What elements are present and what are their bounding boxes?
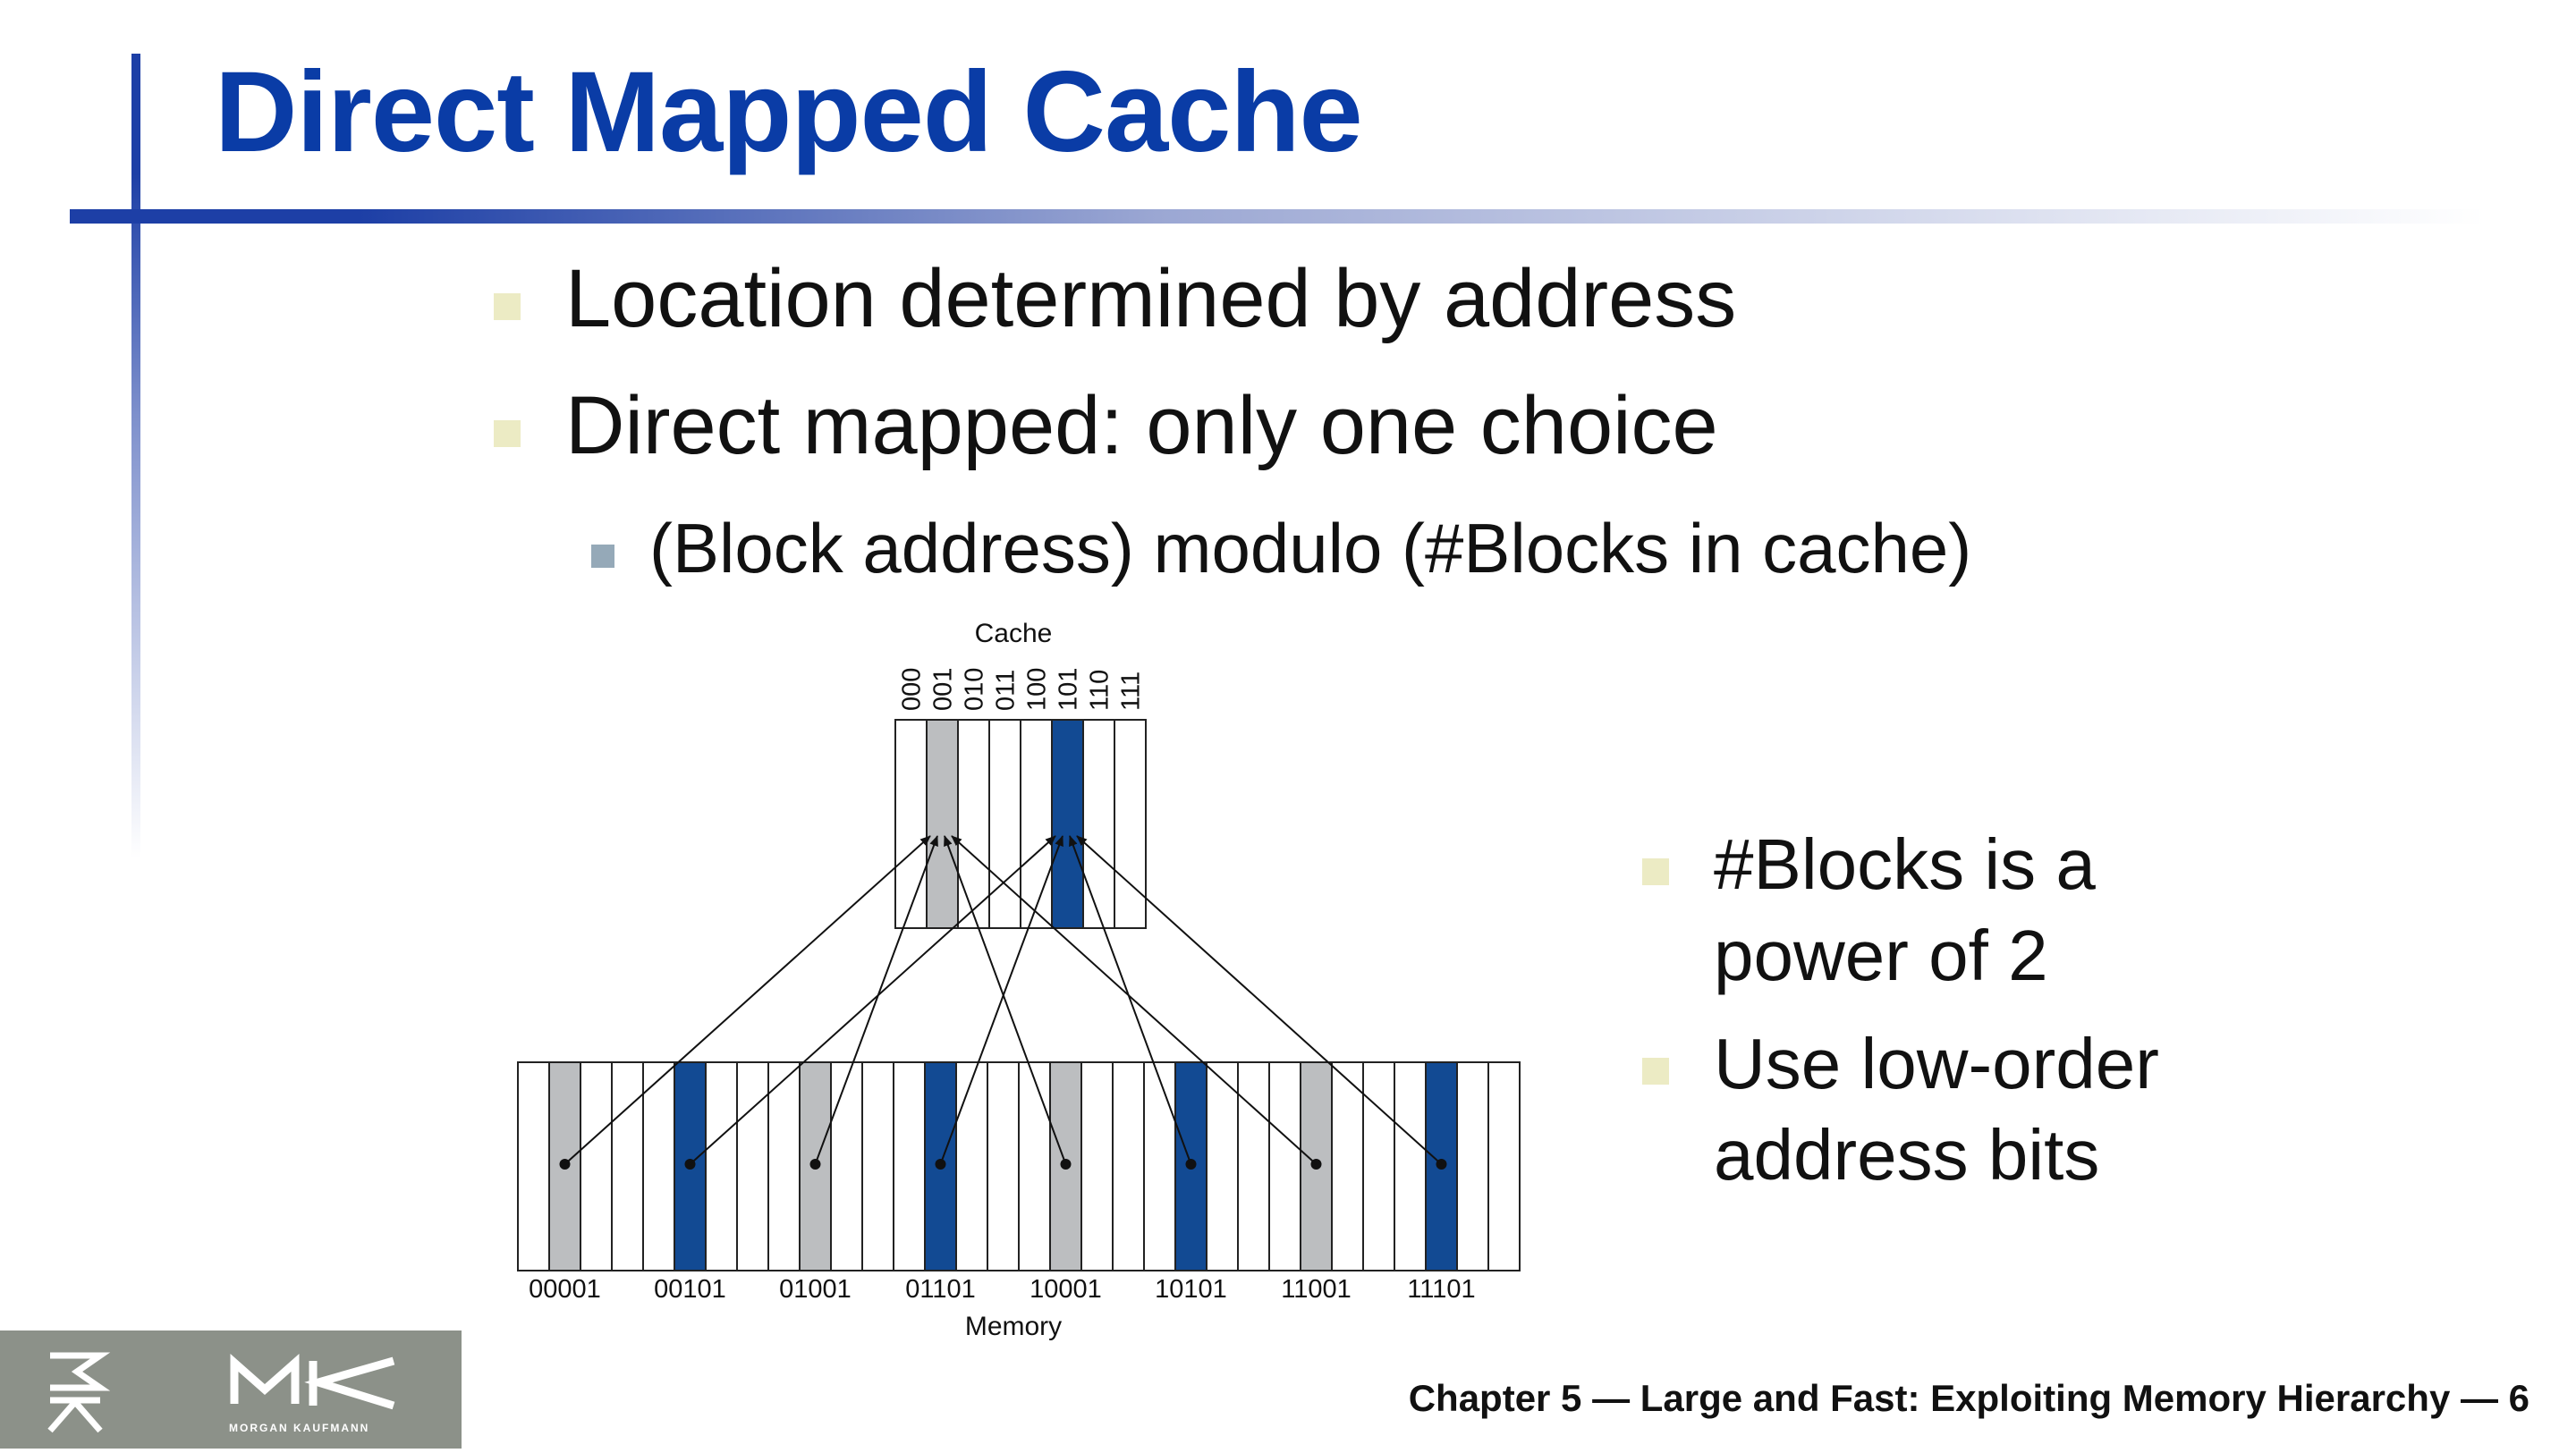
memory-cell [580, 1061, 613, 1271]
memory-cell [1018, 1061, 1051, 1271]
memory-address-label: 10001 [1030, 1275, 1102, 1304]
sub-bullet-marker [591, 545, 614, 568]
bullet-direct-mapped: Direct mapped: only one choice [565, 380, 1718, 471]
bullet-marker [1642, 858, 1669, 885]
memory-cell [861, 1061, 894, 1271]
memory-cell [736, 1061, 769, 1271]
memory-cell [987, 1061, 1020, 1271]
memory-address-label: 10101 [1155, 1275, 1227, 1304]
side-bullet-line: power of 2 [1714, 916, 2048, 995]
memory-cell [517, 1061, 550, 1271]
cache-cell [957, 719, 990, 929]
bullet-marker [1642, 1058, 1669, 1085]
memory-cell [830, 1061, 863, 1271]
memory-cell [1143, 1061, 1176, 1271]
memory-cell [1456, 1061, 1489, 1271]
memory-cell [1080, 1061, 1114, 1271]
publisher-logo: MORGAN KAUFMANN [0, 1331, 462, 1449]
mapping-arrow [564, 835, 931, 1165]
memory-cell [893, 1061, 926, 1271]
cache-index-label: 010 [961, 668, 989, 711]
memory-cell [767, 1061, 801, 1271]
memory-cell [548, 1061, 581, 1271]
memory-cell [705, 1061, 738, 1271]
memory-cell [611, 1061, 644, 1271]
side-bullet-power-of-2: #Blocks is a power of 2 [1714, 819, 2096, 1001]
cache-index-label: 110 [1086, 670, 1114, 711]
cache-cell [894, 719, 928, 929]
memory-cell [642, 1061, 675, 1271]
cache-index-label: 000 [898, 668, 927, 711]
memory-address-label: 11001 [1281, 1275, 1352, 1304]
memory-cell [955, 1061, 988, 1271]
memory-label: Memory [965, 1312, 1062, 1341]
vertical-accent-bar [131, 54, 140, 858]
horizontal-accent-bar [70, 209, 2485, 224]
cache-cell [1114, 719, 1147, 929]
logo-text: MORGAN KAUFMANN [229, 1422, 370, 1434]
bullet-location: Location determined by address [565, 253, 1737, 344]
cache-index-label: 101 [1055, 668, 1083, 711]
mapping-arrow [951, 835, 1318, 1165]
cache-index-label: 100 [1023, 668, 1052, 711]
side-bullet-low-order: Use low-order address bits [1714, 1018, 2159, 1201]
slide-footer: Chapter 5 — Large and Fast: Exploiting M… [1408, 1377, 2529, 1419]
bullet-marker [494, 420, 521, 447]
mapping-arrow [1069, 835, 1192, 1165]
cache-index-label: 111 [1117, 672, 1146, 711]
memory-cell [1268, 1061, 1301, 1271]
memory-address-label: 11101 [1407, 1275, 1475, 1304]
cache-index-label: 011 [992, 670, 1021, 711]
cache-label: Cache [975, 619, 1053, 648]
mapping-arrow [939, 835, 1063, 1165]
memory-cell [1112, 1061, 1145, 1271]
side-bullet-line: Use low-order [1714, 1024, 2159, 1103]
mapping-arrow [814, 835, 938, 1165]
memory-cell [1362, 1061, 1395, 1271]
memory-address-label: 01101 [905, 1275, 976, 1304]
bullet-modulo: (Block address) modulo (#Blocks in cache… [649, 509, 1972, 587]
memory-cell [1237, 1061, 1270, 1271]
memory-cell [1206, 1061, 1239, 1271]
memory-cell [1487, 1061, 1521, 1271]
cache-index-label: 001 [929, 668, 958, 711]
mapping-arrow [1076, 835, 1443, 1165]
cache-cell [988, 719, 1021, 929]
side-bullet-line: #Blocks is a [1714, 824, 2096, 904]
slide-title: Direct Mapped Cache [215, 48, 1363, 176]
mapping-arrow [944, 835, 1067, 1165]
side-bullet-line: address bits [1714, 1115, 2100, 1195]
cache-cell [1082, 719, 1115, 929]
memory-address-label: 00101 [654, 1275, 726, 1304]
mk-logo-icon [47, 1352, 395, 1433]
memory-address-label: 01001 [779, 1275, 852, 1304]
cache-cell [1051, 719, 1084, 929]
memory-cell [1331, 1061, 1364, 1271]
cache-cell [926, 719, 959, 929]
cache-cell [1020, 719, 1053, 929]
memory-cell [1394, 1061, 1427, 1271]
mapping-arrow [689, 835, 1056, 1165]
bullet-marker [494, 293, 521, 320]
memory-address-label: 00001 [529, 1275, 601, 1304]
